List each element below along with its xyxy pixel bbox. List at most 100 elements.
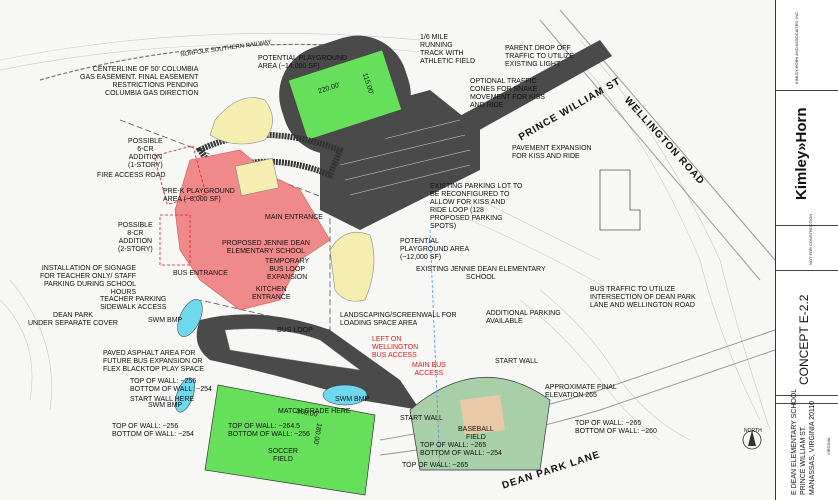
label-line: 8-CR: [127, 230, 144, 237]
label-line: TOP OF WALL: ~265: [575, 420, 642, 427]
label-line: INTERSECTION OF DEAN PARK: [590, 294, 696, 301]
label-line: 6-CR: [137, 146, 154, 153]
label-line: LANDSCAPING/SCREENWALL FOR: [340, 312, 457, 319]
label-line: HOURS: [110, 289, 137, 296]
north-arrow-label: NORTH: [744, 428, 762, 434]
label-line: BOTTOM OF WALL: ~254: [112, 431, 194, 438]
label-line: RUNNING: [420, 42, 453, 49]
swm-bmp-1-label: SWM BMP: [148, 317, 183, 324]
title-block-divider: [776, 90, 838, 91]
label-line: APPROXIMATE FINAL: [545, 384, 617, 391]
label-line: TOP OF WALL: ~265: [420, 442, 487, 449]
existing-building-east: [599, 169, 641, 231]
label-line: BOTTOM OF WALL: ~254: [420, 450, 502, 457]
label-line: BUS ACCESS: [372, 352, 417, 359]
label-line: POTENTIAL: [400, 238, 439, 245]
label-line: TEMPORARY: [265, 258, 310, 265]
label-line: ADDITION: [128, 154, 163, 161]
project-state: VIRGINIA: [826, 437, 831, 455]
label-line: PAVEMENT EXPANSION: [512, 145, 592, 152]
bus-route-guide-line: [429, 229, 441, 471]
title-block-divider: [776, 270, 838, 271]
fire-access-road-label: FIRE ACCESS ROAD: [97, 172, 166, 179]
label-line: ALLOW FOR KISS AND: [430, 199, 506, 206]
potential-playground-area-1: [209, 97, 273, 145]
label-line: MOVEMENT FOR KISS: [470, 94, 545, 101]
title-block: KIMLEY-HORN AND ASSOCIATES, INC. Kimley»…: [775, 0, 838, 500]
label-line: EXISTING LIGHT: [505, 61, 561, 68]
label-line: TRAFFIC TO UTILIZE: [505, 53, 574, 60]
label-line: SIDEWALK ACCESS: [100, 304, 167, 311]
label-line: AREA (~14,000 SF): [258, 63, 320, 70]
label-line: ATHLETIC FIELD: [420, 58, 476, 65]
possible-8cr-addition-outline: [159, 214, 191, 266]
not-for-construction: NOT FOR CONSTRUCTION: [808, 213, 813, 265]
label-line: AVAILABLE: [486, 318, 523, 325]
site-plan-graphics: [0, 9, 775, 496]
label-line: ENTRANCE: [252, 294, 291, 301]
label-line: FOR TEACHER ONLY/ STAFF: [40, 273, 137, 280]
bus-entrance-label: BUS ENTRANCE: [173, 270, 228, 277]
soccer-field: [204, 384, 376, 496]
start-wall-2-label: START WALL: [400, 415, 443, 422]
label-line: PLAYGROUND AREA: [400, 246, 470, 253]
label-line: CENTERLINE OF 50' COLUMBIA: [92, 66, 199, 73]
label-line: OPTIONAL TRAFFIC: [470, 78, 537, 85]
label-line: EXISTING JENNIE DEAN ELEMENTARY: [416, 266, 546, 273]
label-line: POSSIBLE: [118, 222, 153, 229]
label-line: LOADING SPACE AREA: [340, 320, 418, 327]
title-block-firm-info: KIMLEY-HORN AND ASSOCIATES, INC.: [794, 10, 799, 84]
label-line: E DEAN ELEMENTARY SCHOOL: [791, 388, 798, 495]
label-line: EXISTING PARKING LOT TO: [430, 183, 523, 190]
label-line: AND RIDE: [470, 102, 504, 109]
project-name: E DEAN ELEMENTARY SCHOOL PRINCE WILLIAM …: [790, 389, 817, 495]
title-block-divider: [776, 403, 838, 404]
label-line: CONES FOR SNAKE: [470, 86, 538, 93]
label-line: DEAN PARK: [53, 312, 93, 319]
label-line: (2-STORY): [118, 246, 153, 253]
label-line: SPOTS): [430, 223, 457, 230]
label-line: ELEVATION 265: [545, 392, 597, 399]
potential-playground-area-2: [329, 231, 375, 302]
label-line: PAVED ASPHALT AREA FOR: [103, 350, 196, 357]
label-line: RIDE LOOP (128: [430, 207, 484, 214]
main-entrance-label: MAIN ENTRANCE: [265, 214, 323, 221]
label-line: INSTALLATION OF SIGNAGE: [41, 265, 137, 272]
start-wall-here-label: START WALL HERE: [130, 396, 195, 403]
label-line: BOTTOM OF WALL: ~254: [130, 386, 212, 393]
swm-bmp-pond-3: [322, 384, 368, 406]
label-line: FOR KISS AND RIDE: [512, 153, 580, 160]
label-line: BASEBALL: [458, 426, 494, 433]
top-of-wall-6-label: TOP OF WALL: ~265: [402, 462, 469, 469]
label-line: FUTURE BUS EXPANSION OR: [103, 358, 203, 365]
label-line: TRACK WITH: [420, 50, 464, 57]
label-line: RESTRICTIONS PENDING: [112, 82, 199, 89]
label-line: PARENT DROP OFF: [505, 45, 571, 52]
bus-loop-island: [224, 328, 361, 371]
label-line: PRINCE WILLIAM ST.: [800, 425, 807, 495]
label-line: BOTTOM OF WALL: ~260: [575, 428, 657, 435]
north-arrow-pointer: [748, 430, 756, 446]
label-line: TOP OF WALL: ~264.5: [228, 423, 301, 430]
